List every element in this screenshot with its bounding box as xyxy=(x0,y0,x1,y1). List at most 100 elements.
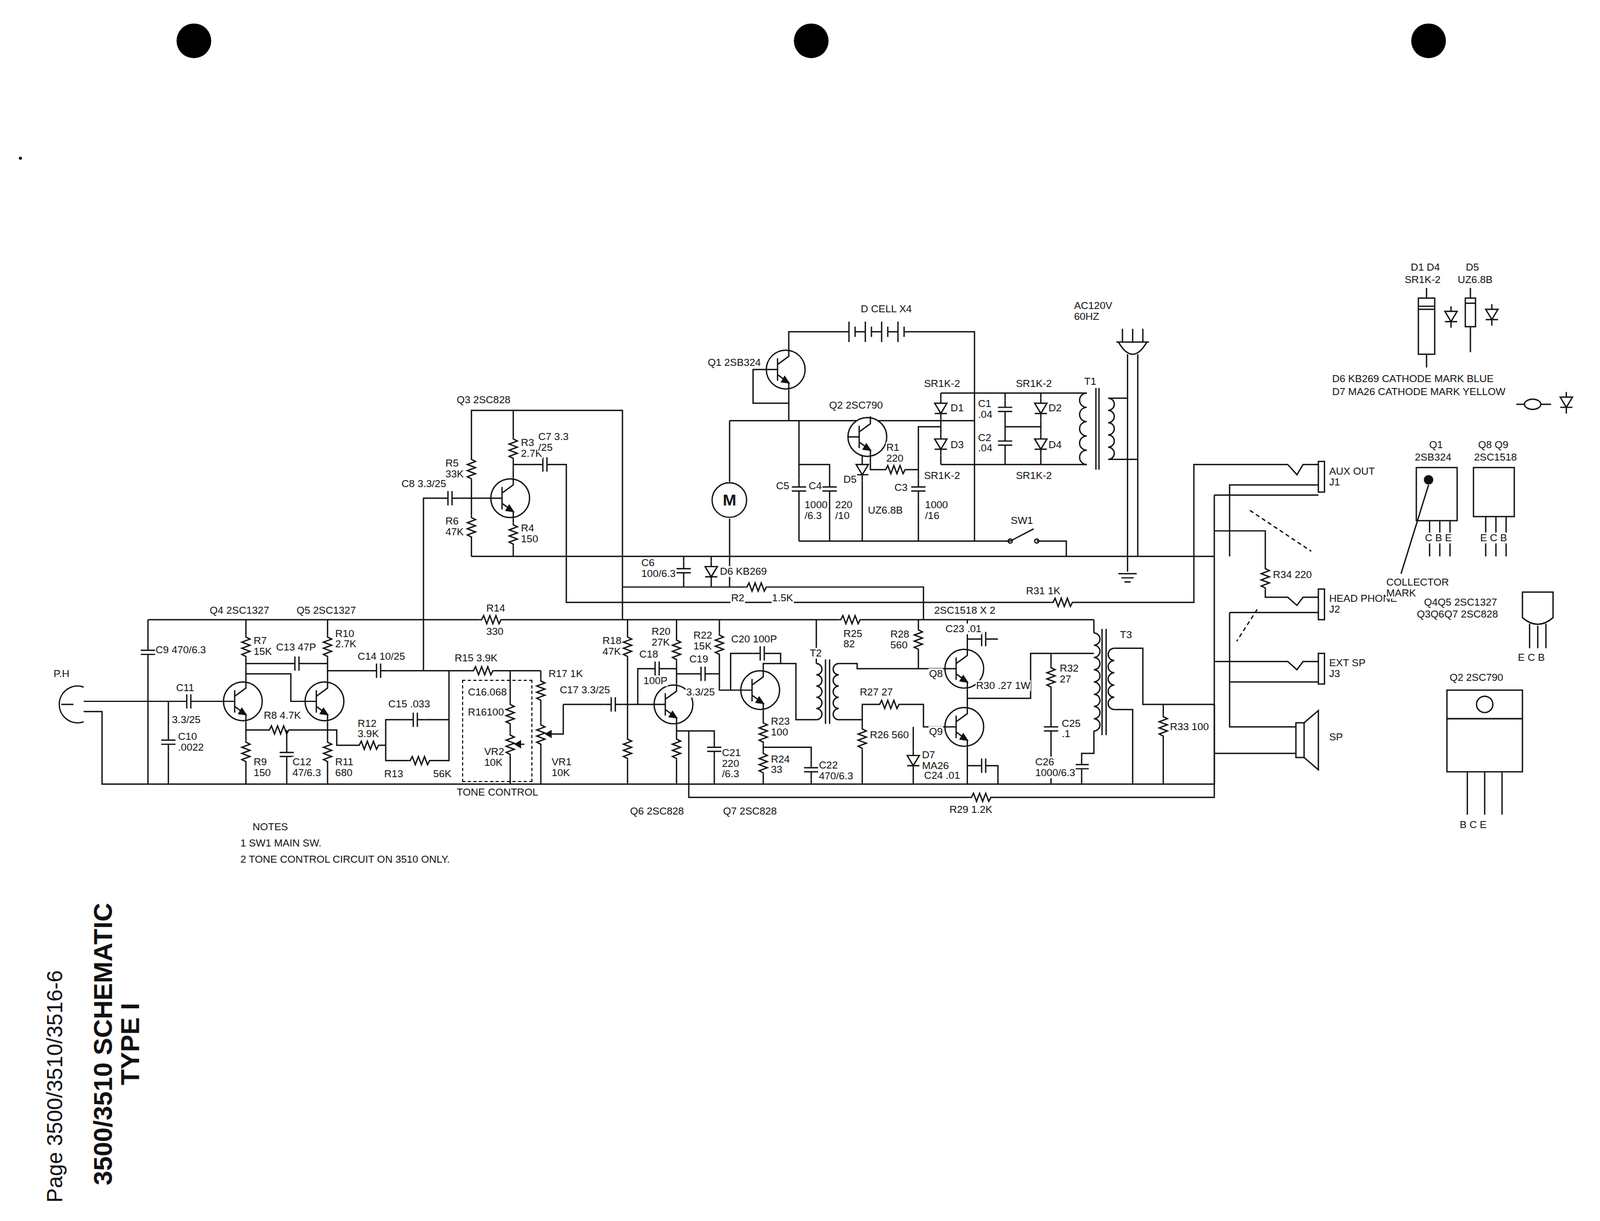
resistor-symbol xyxy=(1050,597,1073,607)
component-label: C16.068 xyxy=(467,686,508,698)
part-outline xyxy=(1444,306,1458,328)
part-outline xyxy=(1416,467,1458,521)
component-label: R25 82 xyxy=(843,628,864,650)
resistor-symbol xyxy=(479,615,502,624)
component-label: C26 1000/6.3 xyxy=(1034,756,1076,779)
resistor-symbol xyxy=(509,436,518,459)
component-label: SR1K-2 xyxy=(1015,470,1053,482)
resistor-symbol xyxy=(467,515,476,538)
driver-wire xyxy=(423,410,1288,671)
transistor-symbol xyxy=(223,349,984,748)
component-label: Q2 2SC790 xyxy=(828,399,884,411)
transistor-symbol xyxy=(766,349,806,390)
component-label: D1 D4 xyxy=(1410,261,1441,273)
capacitor-symbol xyxy=(535,457,555,472)
component-label: R10 2.7K xyxy=(334,628,358,650)
part-outline xyxy=(1400,287,1573,815)
component-label: VR2 10K xyxy=(483,746,505,768)
resistor-symbol xyxy=(914,627,923,650)
component-label: R6 47K xyxy=(444,515,465,538)
component-label: 2SC1518 X 2 xyxy=(933,604,997,616)
capacitor-symbol xyxy=(911,479,926,499)
resistor-symbol xyxy=(536,722,545,745)
motor-symbol: M xyxy=(710,481,748,519)
punch-hole xyxy=(793,23,829,58)
component-label: Q1 xyxy=(1428,439,1444,451)
jack-symbol xyxy=(1318,653,1325,684)
component-label: T3 xyxy=(1119,629,1133,641)
component-label: R16100 xyxy=(467,706,505,718)
component-label: 330 xyxy=(485,626,505,637)
component-label: Q8 xyxy=(928,668,944,680)
component-label: R14 xyxy=(485,602,506,614)
resistor-symbol xyxy=(241,634,250,657)
capacitor-symbol xyxy=(648,661,667,676)
component-label: 100P xyxy=(642,675,668,687)
component-label: SR1K-2 xyxy=(1404,274,1442,286)
transistor-symbol xyxy=(944,706,984,747)
component-label: R28 560 xyxy=(890,628,911,651)
component-label: C6 100/6.3 xyxy=(640,557,676,579)
capacitor-symbol xyxy=(753,646,772,661)
diode-symbol xyxy=(1034,398,1048,420)
punch-hole xyxy=(176,23,212,58)
component-label: R23 100 xyxy=(770,715,791,738)
page-caption: Page 3500/3510/3516-6 xyxy=(42,969,67,1202)
component-label: R20 27K xyxy=(650,626,671,648)
component-label: R24 33 xyxy=(770,753,791,776)
component-label: AC120V 60HZ xyxy=(1073,300,1114,322)
transistor-symbol xyxy=(847,416,887,458)
part-outline xyxy=(1465,298,1476,327)
part-outline xyxy=(1524,399,1541,410)
motor-circle xyxy=(712,482,747,518)
output-wire xyxy=(838,619,1215,785)
capacitor-symbol xyxy=(1043,719,1058,739)
resistor-symbol xyxy=(241,740,250,763)
switch xyxy=(974,528,1067,557)
jack-symbol xyxy=(1318,461,1325,493)
component-label: C17 3.3/25 xyxy=(558,684,611,696)
component-label: SP xyxy=(1328,731,1343,743)
resistor-symbol xyxy=(505,732,515,755)
component-label: R12 3.9K xyxy=(357,718,380,740)
resistor-symbol xyxy=(407,756,431,765)
capacitor-symbol xyxy=(974,758,993,773)
capacitor-symbol xyxy=(179,694,199,709)
component-label: 1000 /16 xyxy=(924,499,949,522)
jack-wire xyxy=(1214,464,1319,784)
component-label: T2 xyxy=(809,647,823,659)
component-label: R15 3.9K xyxy=(453,652,498,664)
resistor-symbol xyxy=(267,725,290,734)
component-label: R31 1K xyxy=(1025,585,1061,597)
speaker-symbol xyxy=(1304,710,1319,770)
diode-symbol xyxy=(934,398,947,420)
component-label: 220 /10 xyxy=(834,499,854,522)
component-label: T1 xyxy=(1083,376,1097,387)
capacitor-symbol xyxy=(997,399,1012,419)
component-label: NOTES xyxy=(252,821,289,833)
component-label: R27 27 xyxy=(859,686,894,698)
component-label: 2SB324 xyxy=(1414,451,1453,463)
capacitor-symbol xyxy=(1074,757,1089,776)
component-label: AUX OUT J1 xyxy=(1328,465,1381,488)
component-label: Q7 2SC828 xyxy=(722,805,778,817)
resistor-symbol xyxy=(877,700,900,709)
resistor-symbol xyxy=(509,522,518,545)
component-label: D1 xyxy=(950,402,965,414)
component-label: SR1K-2 xyxy=(1015,378,1053,390)
component-label: R13 xyxy=(383,768,404,780)
component-label: R5 33K xyxy=(444,457,465,480)
component-label: C10 .0022 xyxy=(177,731,205,753)
component-label: R32 27 xyxy=(1059,662,1080,685)
resistor-symbol xyxy=(715,632,724,655)
punch-hole xyxy=(18,156,23,161)
component-label: C9 470/6.3 xyxy=(155,644,207,656)
resistor-symbol xyxy=(505,702,515,725)
part-outline xyxy=(1446,689,1523,719)
node-label: TONE CONTROL xyxy=(456,786,539,799)
node-label: M xyxy=(722,490,737,510)
resistor-symbol xyxy=(357,740,380,749)
ac-plug xyxy=(1116,328,1149,572)
component-label: D2 xyxy=(1048,402,1063,414)
